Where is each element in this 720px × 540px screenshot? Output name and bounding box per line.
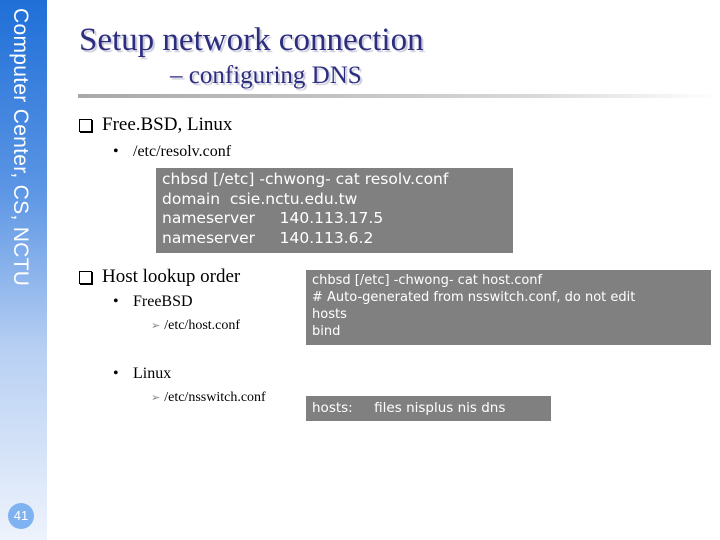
sub-item-label: /etc/nsswitch.conf: [164, 390, 266, 405]
terminal-line: hosts: files nisplus nis dns: [312, 400, 506, 416]
title-divider: [78, 94, 720, 98]
sub-item-label: /etc/host.conf: [164, 318, 241, 333]
terminal-line: bind: [312, 324, 341, 339]
list-item: • Linux: [113, 365, 171, 383]
terminal-hostconf: chbsd [/etc] -chwong- cat host.conf # Aut…: [306, 270, 711, 345]
section-host-lookup: Host lookup order: [79, 266, 240, 288]
list-item: • /etc/resolv.conf: [113, 143, 231, 161]
item-label: /etc/resolv.conf: [133, 143, 232, 160]
slide-title: Setup network connection: [79, 22, 424, 58]
terminal-line: # Auto-generated from nsswitch.conf, do …: [312, 290, 636, 305]
sidebar-text: Computer Center, CS, NCTU: [9, 8, 32, 287]
terminal-line: nameserver 140.113.17.5: [162, 209, 384, 227]
terminal-line: nameserver 140.113.6.2: [162, 228, 374, 247]
sub-item: ➢/etc/nsswitch.conf: [151, 390, 266, 406]
terminal-line: domain csie.nctu.edu.tw: [162, 189, 358, 208]
bullet-icon: •: [113, 365, 119, 382]
bullet-icon: •: [113, 143, 119, 160]
terminal-line: chbsd [/etc] -chwong- cat resolv.conf: [162, 170, 449, 188]
checkbox-bullet-icon: [79, 118, 92, 132]
terminal-nsswitch: hosts: files nisplus nis dns: [306, 396, 551, 421]
arrow-bullet-icon: ➢: [151, 392, 161, 404]
sub-item: ➢/etc/host.conf: [151, 318, 240, 334]
arrow-bullet-icon: ➢: [151, 320, 161, 332]
terminal-line: chbsd [/etc] -chwong- cat host.conf: [312, 273, 543, 288]
slide-subtitle: – configuring DNS: [170, 62, 362, 89]
section-label: Free.BSD, Linux: [102, 114, 233, 135]
section-label: Host lookup order: [102, 266, 241, 287]
checkbox-bullet-icon: [79, 270, 92, 284]
bullet-icon: •: [113, 293, 119, 310]
sidebar: Computer Center, CS, NCTU 41: [0, 0, 47, 540]
item-label: Linux: [133, 365, 172, 382]
page-number: 41: [8, 503, 34, 529]
item-label: FreeBSD: [133, 293, 193, 310]
list-item: • FreeBSD: [113, 293, 193, 311]
section-freebsd-linux: Free.BSD, Linux: [79, 114, 232, 136]
terminal-line: hosts: [312, 307, 347, 322]
